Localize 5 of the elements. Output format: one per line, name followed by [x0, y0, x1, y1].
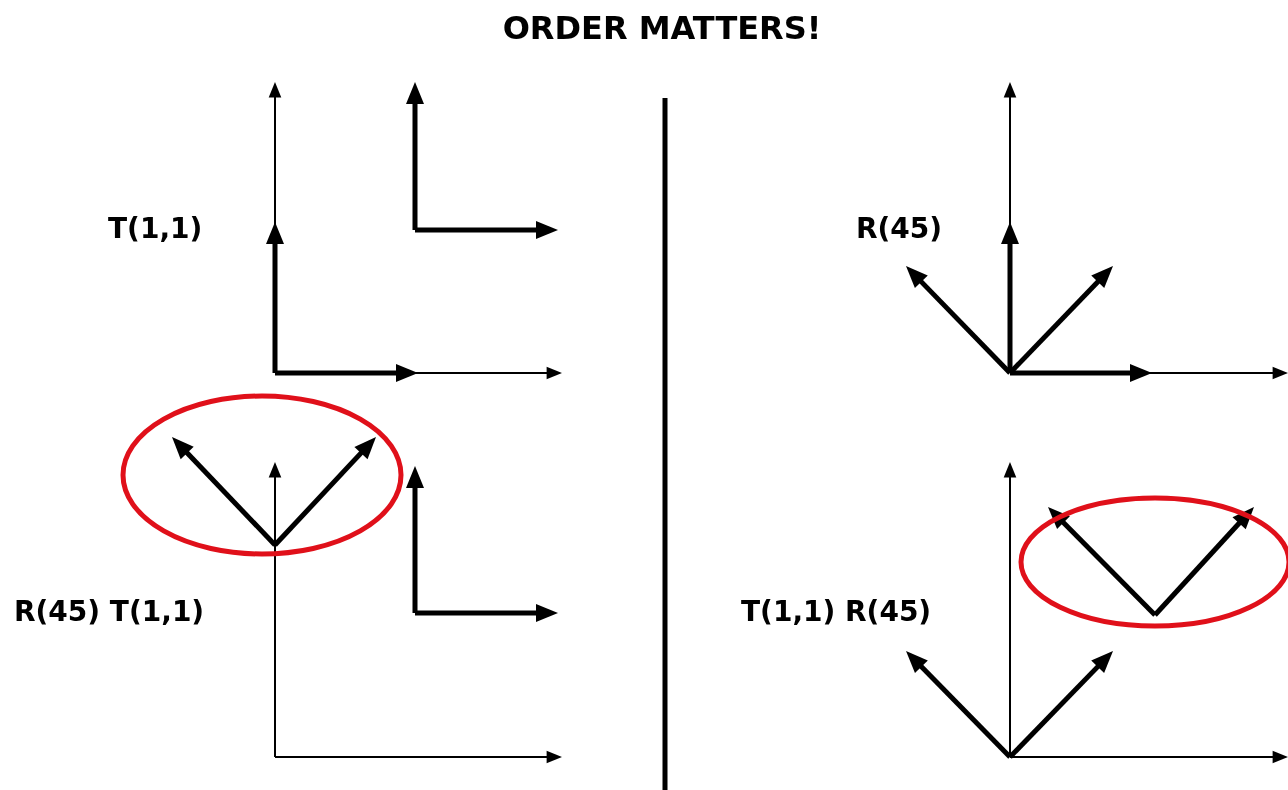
transform-label: T(1,1): [108, 215, 203, 243]
transform-label: T(1,1) R(45): [741, 598, 932, 626]
transform-label: R(45) T(1,1): [14, 598, 205, 626]
diagram-title: ORDER MATTERS!: [502, 12, 822, 44]
transform-label: R(45): [856, 215, 943, 243]
